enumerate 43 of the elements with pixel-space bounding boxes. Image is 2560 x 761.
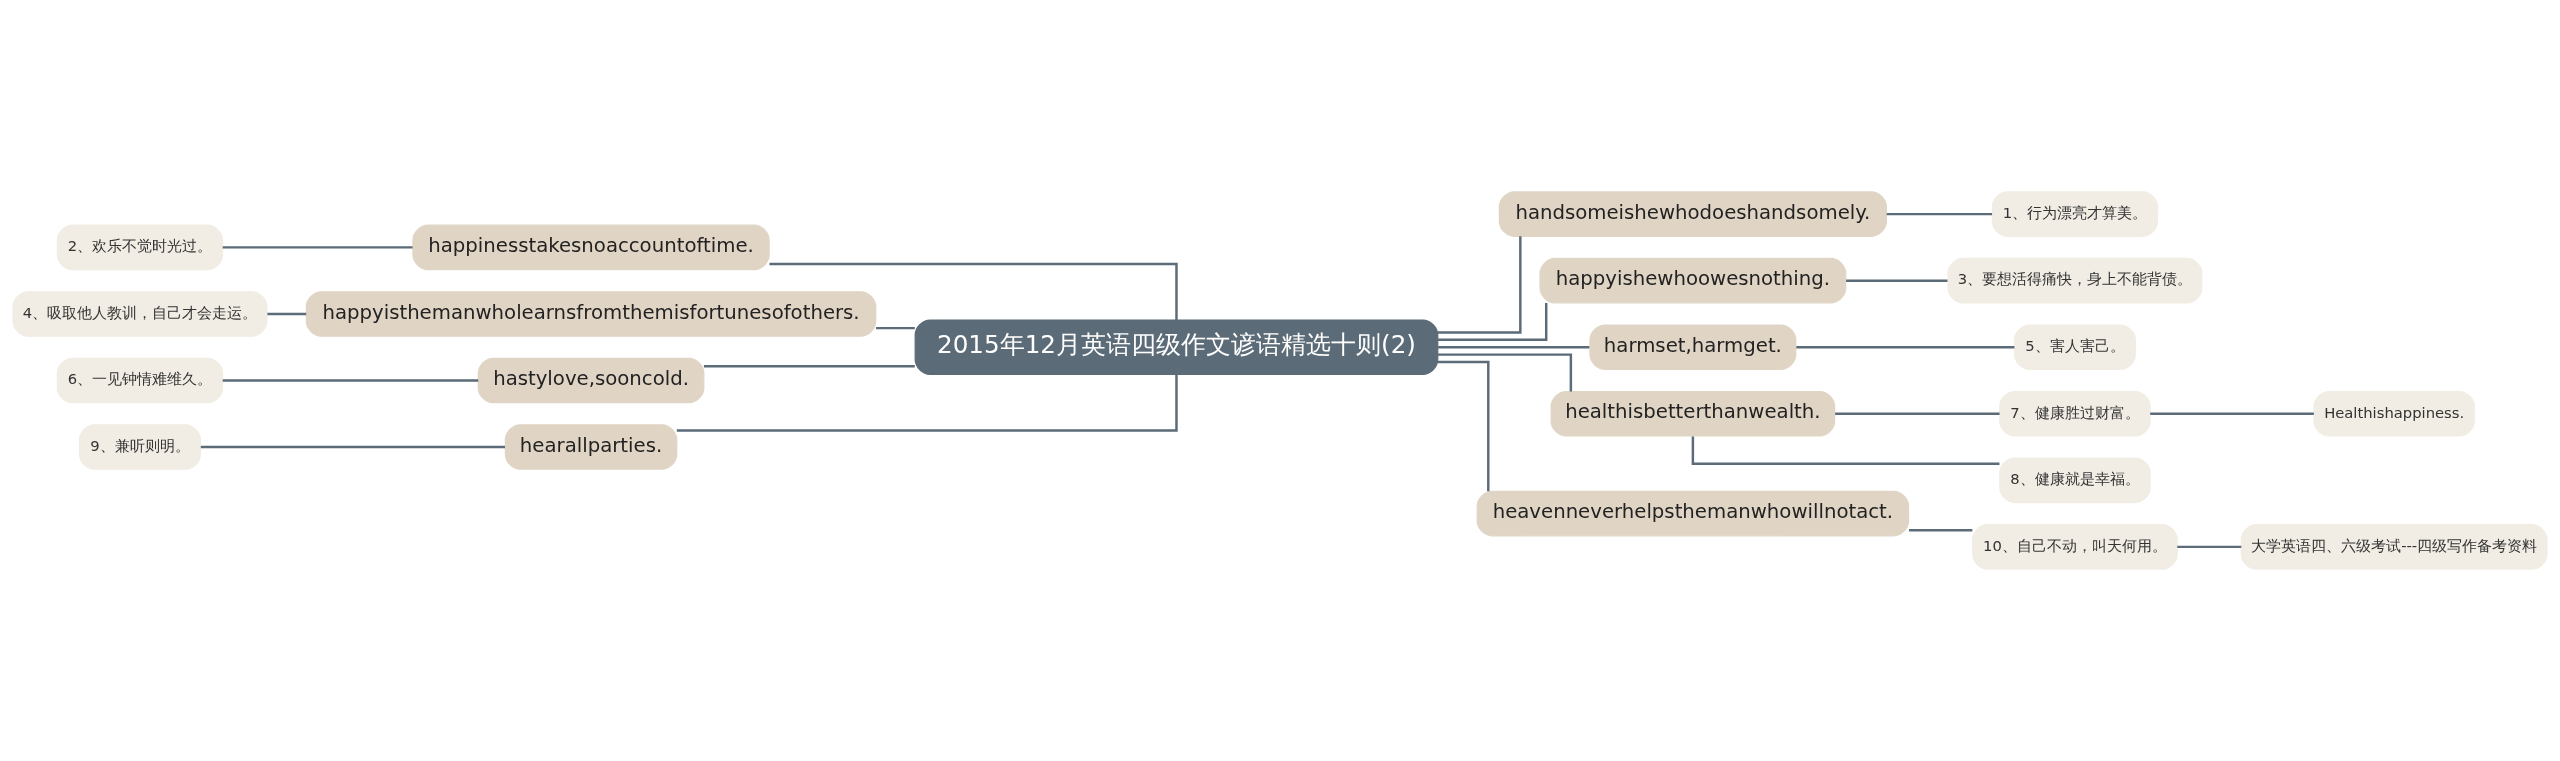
connector bbox=[876, 326, 915, 330]
connector bbox=[1438, 346, 1590, 349]
node-box: 2015年12月英语四级作文谚语精选十则(2) bbox=[914, 319, 1439, 375]
connector bbox=[1835, 412, 2000, 415]
connector bbox=[222, 379, 479, 382]
node-box: happyisthemanwholearnsfromthemisfortunesofothers. bbox=[305, 291, 877, 337]
connector bbox=[1437, 303, 1548, 342]
connector bbox=[1437, 360, 1490, 492]
node-box: 9、兼听则明。 bbox=[78, 424, 201, 470]
connector bbox=[2177, 545, 2242, 549]
node-box: hearallparties. bbox=[504, 424, 678, 470]
connector bbox=[676, 374, 1178, 432]
connector bbox=[2150, 412, 2314, 415]
connector bbox=[769, 262, 1178, 320]
connector bbox=[703, 365, 915, 368]
node-box: 6、一见钟情难维久。 bbox=[56, 357, 224, 404]
connector bbox=[1886, 212, 1993, 216]
node-box: 7、健康胜过财富。 bbox=[1999, 390, 2151, 437]
node-box: 10、自己不动，叫天何用。 bbox=[1972, 524, 2178, 570]
node-box: 8、健康就是幸福。 bbox=[1999, 457, 2151, 504]
connector bbox=[1796, 346, 2015, 349]
connector bbox=[1691, 436, 2000, 465]
node-box: 1、行为漂亮才算美。 bbox=[1991, 191, 2159, 237]
connector bbox=[1846, 279, 1948, 282]
node-box: 4、吸取他人教训，自己才会走运。 bbox=[12, 291, 268, 337]
node-box: 2、欢乐不觉时光过。 bbox=[56, 224, 224, 271]
connector bbox=[1909, 529, 1973, 532]
node-box: 大学英语四、六级考试---四级写作备考资料 bbox=[2240, 524, 2548, 570]
node-box: 3、要想活得痛快，身上不能背债。 bbox=[1947, 257, 2203, 304]
node-box: Healthishappiness. bbox=[2313, 390, 2475, 437]
node-box: handsomeishewhodoeshandsomely. bbox=[1498, 191, 1887, 237]
connector bbox=[1437, 236, 1522, 334]
connector bbox=[267, 312, 307, 316]
node-box: heavenneverhelpsthemanwhowillnotact. bbox=[1476, 490, 1910, 537]
node-box: 5、害人害己。 bbox=[2013, 324, 2136, 371]
node-box: happyishewhoowesnothing. bbox=[1539, 257, 1847, 304]
connector bbox=[1437, 353, 1573, 392]
node-box: healthisbetterthanwealth. bbox=[1550, 390, 1836, 437]
node-box: hastylove,sooncold. bbox=[477, 357, 705, 404]
connector bbox=[200, 445, 505, 449]
connector bbox=[222, 246, 413, 249]
node-box: happinesstakesnoaccountoftime. bbox=[412, 224, 770, 271]
node-box: harmset,harmget. bbox=[1589, 324, 1797, 371]
